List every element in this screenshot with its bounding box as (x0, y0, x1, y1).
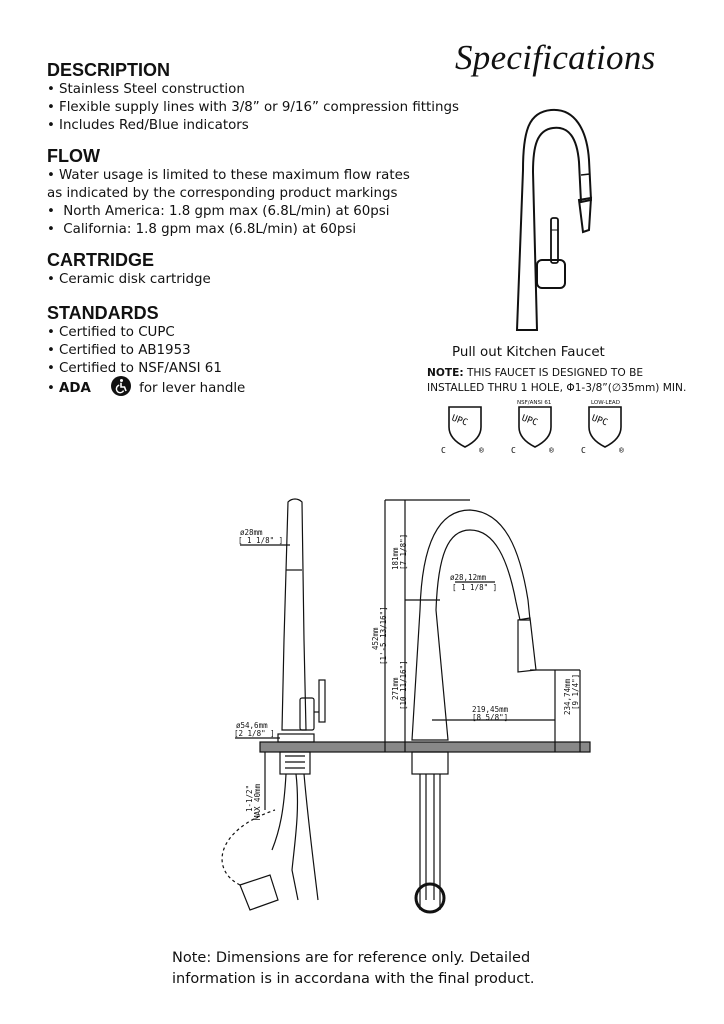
upc-shield-icon: UPC C ® (581, 406, 624, 455)
cert-left-letter: C (511, 446, 516, 453)
footer-note: Note: Dimensions are for reference only.… (172, 948, 535, 990)
dim-reach-mm: 219,45mm (472, 705, 509, 714)
installation-note: NOTE: THIS FAUCET IS DESIGNED TO BE INST… (427, 367, 687, 394)
cartridge-item: •Ceramic disk cartridge (47, 272, 211, 287)
dim-top-diameter-mm: ø28mm (240, 528, 263, 537)
dim-reach-in: [8 5/8"] (472, 713, 508, 722)
flow-intro: •Water usage is limited to these maximum… (47, 168, 410, 183)
cert-mark-text: UPC (450, 414, 469, 429)
ada-suffix: for lever handle (139, 381, 246, 396)
standards-heading: STANDARDS (47, 303, 159, 323)
side-view-handle (299, 697, 315, 731)
flow-item: • California: 1.8 gpm max (6.8L/min) at … (47, 222, 357, 237)
cert-left-letter: C (581, 446, 586, 453)
dim-body-height-in: [10 11/16"] (399, 660, 408, 710)
standards-item: •Certified to NSF/ANSI 61 (47, 361, 222, 376)
weight-body (239, 874, 279, 911)
footer-note-line: information is in accordana with the fin… (172, 971, 535, 987)
dim-base-diameter-in: [2 1/8" ] (234, 729, 275, 738)
standards-item: •Certified to CUPC (47, 325, 175, 340)
upc-shield-icon: UPC C ® (441, 406, 484, 455)
description-item: •Stainless Steel construction (47, 82, 245, 97)
flow-heading: FLOW (47, 146, 100, 166)
cert-tag: NSF/ANSI 61 (517, 400, 552, 406)
lowlead-cert-mark: LOW-LEAD UPC C ® (581, 400, 629, 457)
wheelchair-icon (111, 376, 132, 396)
flow-item: • North America: 1.8 gpm max (6.8L/min) … (47, 204, 390, 219)
description-item: •Includes Red/Blue indicators (47, 118, 249, 133)
ada-label: ADA (59, 381, 91, 396)
dim-deck-thickness-in: 1-1/2" (245, 785, 254, 812)
description-heading: DESCRIPTION (47, 60, 171, 80)
standards-item: •Certified to AB1953 (47, 343, 191, 358)
cupc-cert-mark: UPC C ® (441, 403, 489, 457)
dimension-drawing: ø28mm [ 1 1/8" ] ø54,6mm [2 1/8" ] ø28,1… (221, 498, 591, 914)
cert-right-letter: ® (549, 446, 554, 453)
dim-spout-diameter-mm: ø28,12mm (450, 573, 487, 582)
dim-total-height-in: [1'-5 13/16"] (379, 606, 388, 665)
description-item: •Flexible supply lines with 3/8” or 9/16… (47, 100, 459, 115)
supply-hose (291, 773, 299, 901)
dim-spout-height-in: [9 1/4"] (571, 674, 580, 710)
nsf-cert-mark: NSF/ANSI 61 UPC C ® (511, 400, 559, 457)
cert-right-letter: ® (479, 446, 484, 453)
dim-base-diameter-mm: ø54,6mm (236, 721, 268, 730)
dim-top-diameter-in: [ 1 1/8" ] (238, 536, 283, 545)
dim-spout-height-mm: 234,74mm (563, 678, 572, 715)
dim-total-height-mm: 452mm (371, 627, 380, 650)
cert-left-letter: C (441, 446, 446, 453)
front-view-faucet-body (411, 509, 531, 741)
mount-nut (414, 882, 446, 914)
dim-deck-thickness-mm: MAX 40mm (253, 783, 262, 820)
countertop-deck (259, 741, 591, 753)
cert-tag: LOW-LEAD (591, 400, 620, 406)
upc-shield-icon: UPC C ® (511, 406, 554, 455)
footer-note-line: Note: Dimensions are for reference only.… (172, 950, 531, 966)
product-caption: Pull out Kitchen Faucet (452, 345, 605, 360)
dim-spout-diameter-in: [ 1 1/8" ] (452, 583, 497, 592)
page-title: Specifications (455, 38, 656, 77)
cartridge-heading: CARTRIDGE (47, 250, 154, 270)
cert-mark-text: UPC (520, 414, 539, 429)
cert-mark-text: UPC (590, 414, 609, 429)
faucet-illustration (515, 108, 593, 331)
flow-intro-continued: as indicated by the corresponding produc… (47, 186, 398, 201)
side-view-faucet-body (281, 498, 307, 731)
cert-right-letter: ® (619, 446, 624, 453)
dim-body-height-mm: 271mm (391, 677, 400, 700)
dim-arc-height-in: [7 1/8"] (399, 534, 408, 570)
dim-arc-height-mm: 181mm (391, 547, 400, 570)
standards-ada-item: •ADA for lever handle (47, 376, 246, 398)
